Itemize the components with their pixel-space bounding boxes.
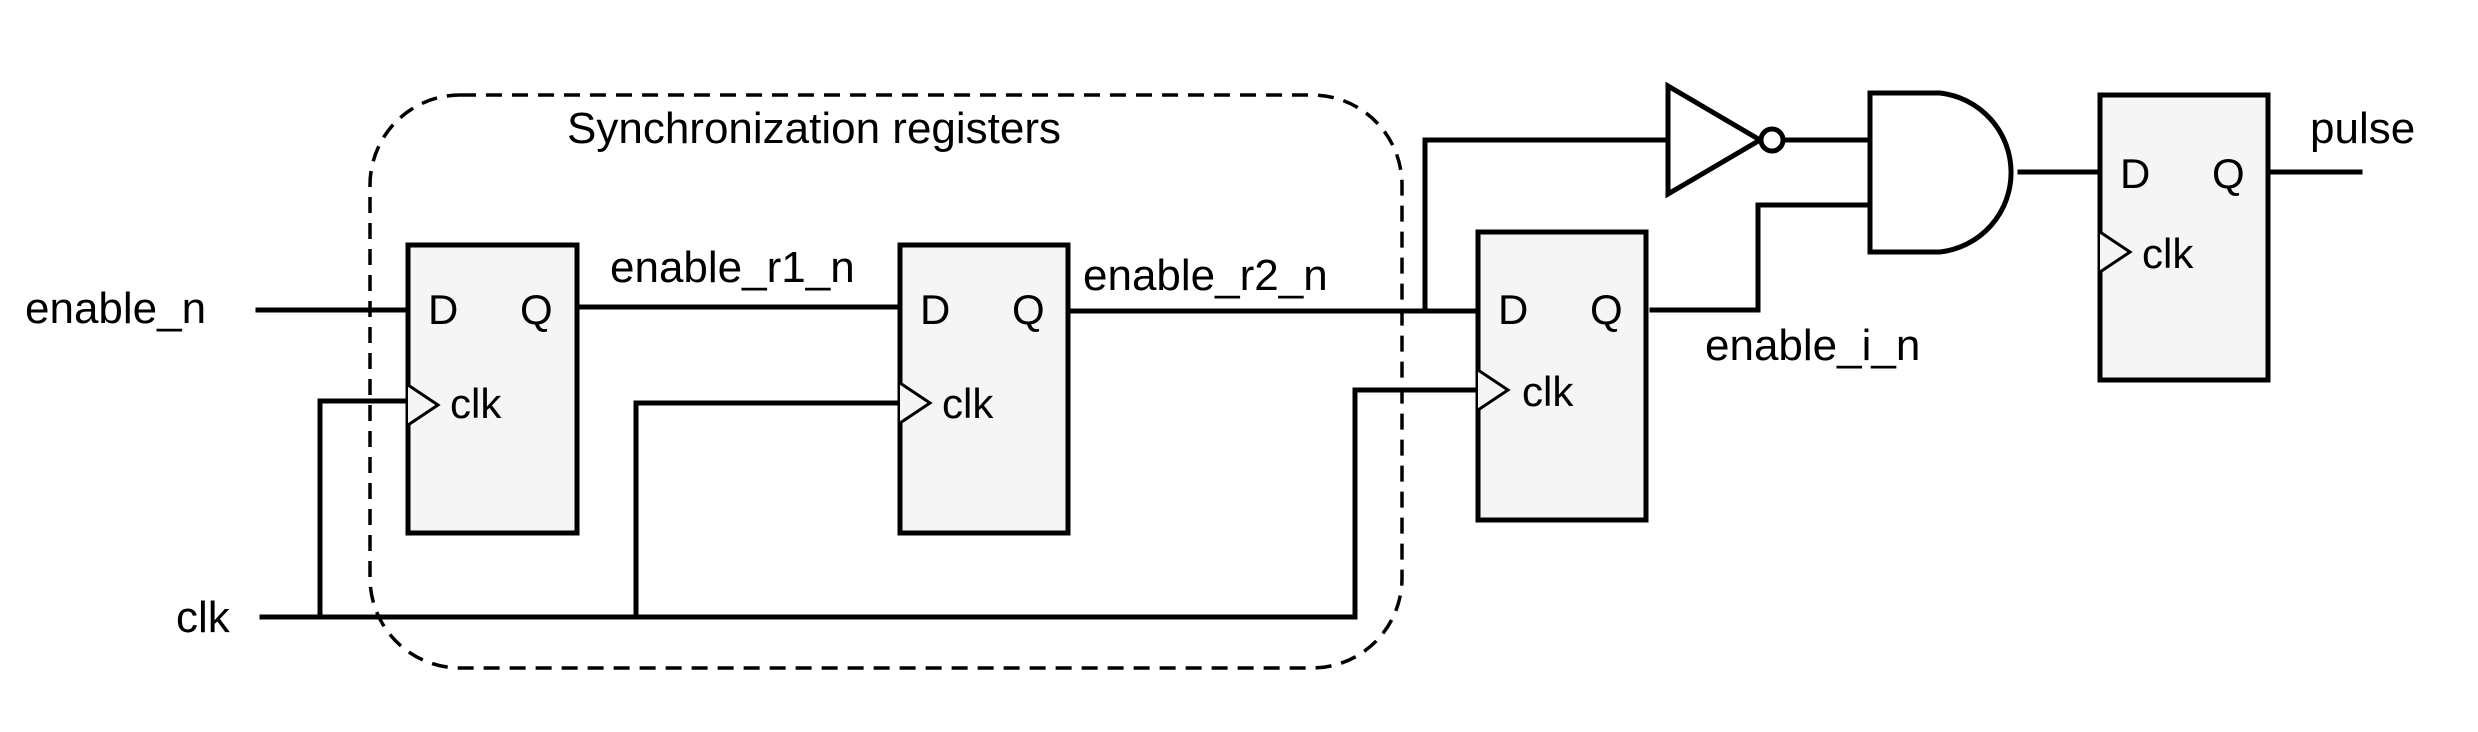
clock-triangle-icon — [1477, 368, 1511, 412]
ff4-clk-label: clk — [2142, 230, 2194, 277]
synchronization-group-title: Synchronization registers — [567, 104, 1061, 153]
and-gate — [1867, 90, 2014, 255]
clock-triangle-icon — [407, 383, 441, 427]
ff1-clk-label: clk — [450, 380, 502, 427]
flip-flop-2: D Q clk — [897, 242, 1071, 536]
clock-triangle-icon — [2099, 230, 2133, 274]
ff1-q-label: Q — [520, 286, 553, 333]
wire-clk-ff2 — [633, 400, 903, 620]
ff2-q-label: Q — [1012, 286, 1045, 333]
wire-clk-ff3 — [1352, 387, 1481, 620]
net-enable-r2-n-label: enable_r2_n — [1083, 251, 1328, 300]
clock-triangle-icon — [899, 381, 933, 425]
wire-enable-r2-n-branch — [1422, 137, 1671, 314]
ff1-d-label: D — [428, 286, 458, 333]
flip-flop-1: D Q clk — [405, 242, 580, 536]
ff3-q-label: Q — [1590, 286, 1623, 333]
flip-flop-3: D Q clk — [1475, 229, 1649, 523]
wire-enable-i-n — [1649, 202, 1873, 313]
ff3-clk-label: clk — [1522, 368, 1574, 415]
ff3-d-label: D — [1498, 286, 1528, 333]
inversion-bubble-icon — [1758, 126, 1786, 154]
synchronization-group-boundary — [368, 93, 1404, 670]
ff2-d-label: D — [920, 286, 950, 333]
input-enable-n-label: enable_n — [25, 284, 206, 333]
inverter-gate — [1665, 81, 1786, 199]
ff2-clk-label: clk — [942, 380, 994, 427]
flip-flop-4: D Q clk — [2097, 92, 2271, 383]
net-enable-r1-n-label: enable_r1_n — [610, 243, 855, 292]
input-clk-label: clk — [176, 593, 231, 642]
output-pulse-label: pulse — [2310, 104, 2415, 153]
net-enable-i-n-label: enable_i_n — [1705, 321, 1920, 370]
ff4-q-label: Q — [2212, 150, 2245, 197]
wire-clk-ff1 — [317, 398, 411, 620]
ff4-d-label: D — [2120, 150, 2150, 197]
